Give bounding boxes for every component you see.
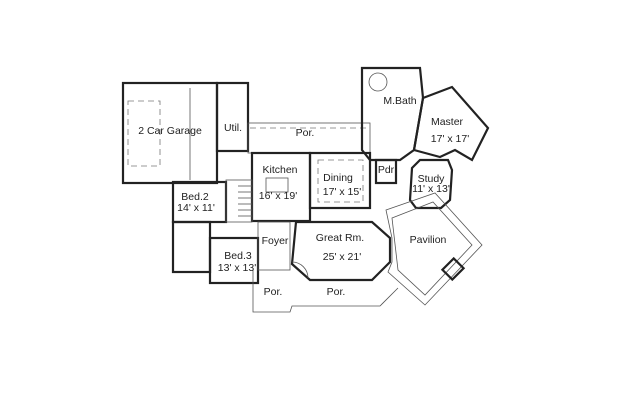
foyer-outline [257,221,291,271]
great-room-walls [290,220,392,282]
front-porch-outline [252,270,399,313]
garage-label: 2 Car Garage [138,125,202,137]
dining-size: 17' x 15' [323,186,361,198]
pavilion-fireplace [440,256,466,282]
bed2-size: 14' x 11' [177,202,215,214]
master-bath-walls [360,66,425,162]
dining-label: Dining [323,172,353,184]
front-porch-left-label: Por. [264,286,283,298]
pavilion-label: Pavilion [410,234,447,246]
dining-ceiling-outline [317,159,364,203]
study-size: 11' x 13' [412,183,450,195]
bed2-label: Bed.2 [181,191,209,203]
bed3-size: 13' x 13' [218,262,256,274]
utility-walls [215,81,250,153]
utility-label: Util. [224,122,242,134]
foyer-label: Foyer [262,235,289,247]
pavilion-inner [391,201,473,296]
tub-icon [368,72,388,92]
fireplace-arc [291,261,309,279]
master-size: 17' x 17' [431,133,469,145]
stairs [225,179,253,223]
pavilion-outline [385,192,483,306]
powder-label: Pdr [378,164,395,176]
master-label: Master [431,116,464,128]
front-porch-right-label: Por. [327,286,346,298]
great-room-size: 25' x 21' [323,251,361,263]
dining-walls [308,151,372,210]
powder-walls [374,158,398,185]
stair-treads [238,185,252,217]
study-walls [408,158,454,210]
great-room-label: Great Rm. [316,232,364,244]
bath-walls [171,220,212,274]
kitchen-label: Kitchen [262,164,297,176]
rear-porch-label: Por. [296,127,315,139]
master-bath-label: M.Bath [383,95,416,107]
master-walls [412,85,490,162]
bed3-label: Bed.3 [224,250,252,262]
garage-car-outline [127,100,161,167]
kitchen-size: 16' x 19' [259,190,297,202]
kitchen-island [265,177,289,193]
study-label: Study [418,173,446,185]
